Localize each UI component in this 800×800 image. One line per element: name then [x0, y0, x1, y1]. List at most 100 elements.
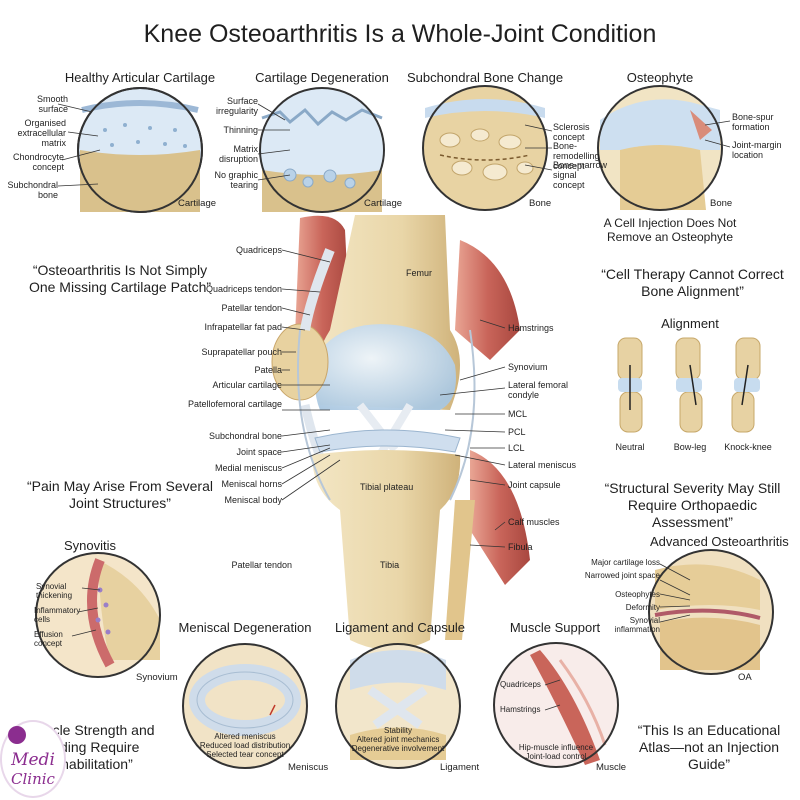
osteophyte-note: A Cell Injection Does Not Remove an Oste…	[603, 216, 737, 244]
label-inflammatory-cells: Inflammatory cells	[34, 606, 81, 624]
label-synovial-thickening: Synovial thickening	[36, 582, 73, 600]
healthy-cartilage-title: Healthy Articular Cartilage	[64, 70, 216, 85]
osteophyte-illustration	[597, 85, 723, 211]
quote-pain: “Pain May Arise From Several Joint Struc…	[27, 478, 213, 511]
ligament-title: Ligament and Capsule	[334, 620, 466, 635]
knee-label-fibula: Fibula	[508, 542, 533, 552]
knee-label-patellofemoral-cartilage: Patellofemoral cartilage	[187, 399, 282, 409]
knee-label-patellar-tendon: Patellar tendon	[221, 303, 282, 313]
ligament-line-2: Altered joint mechanics	[356, 735, 440, 744]
label-smooth-surface: Smooth surface	[36, 94, 68, 114]
label-surface-irregularity: Surface irregularity	[215, 96, 258, 116]
quote-cell-therapy: “Cell Therapy Cannot Correct Bone Alignm…	[601, 266, 784, 299]
label-muscle-quadriceps: Quadriceps	[500, 680, 541, 689]
cartilage-degeneration-illustration	[259, 87, 385, 213]
advanced-oa-title: Advanced Osteoarthritis	[650, 534, 789, 549]
knee-label-patella: Patella	[254, 365, 282, 375]
meniscal-line-3: Selected tear concept	[206, 750, 284, 759]
logo-icon	[8, 726, 26, 744]
knee-label-hamstrings: Hamstrings	[508, 323, 554, 333]
caption-bone-2: Bone	[710, 198, 733, 209]
quote-structural-severity: “Structural Severity May Still Require O…	[604, 480, 781, 530]
knee-label-synovium: Synovium	[508, 362, 548, 372]
label-no-graphic-tearing: No graphic tearing	[214, 170, 258, 190]
knee-label-calf-muscles: Calf muscles	[508, 517, 560, 527]
label-bone-remodelling: Bone-remodelling concept	[553, 141, 600, 171]
knee-label-lateral-femoral-condyle: Lateral femoral condyle	[508, 380, 569, 400]
knee-label-meniscal-body: Meniscal body	[224, 495, 282, 505]
knee-label-joint-capsule: Joint capsule	[508, 480, 561, 490]
alignment-knock-knee: Knock-knee	[724, 442, 772, 452]
knee-label-suprapatellar-pouch: Suprapatellar pouch	[201, 347, 282, 357]
caption-cartilage-2: Cartilage	[364, 198, 403, 209]
meniscal-line-2: Reduced load distribution	[199, 741, 291, 750]
osteophyte-title: Osteophyte	[626, 70, 694, 85]
knee-label-pcl: PCL	[508, 427, 526, 437]
alignment-title: Alignment	[661, 316, 719, 331]
knee-label-infrapatellar-fat-pad: Infrapatellar fat pad	[204, 322, 282, 332]
alignment-illustration	[617, 337, 761, 433]
label-osteophytes: Osteophytes	[615, 590, 660, 599]
knee-label-femur: Femur	[406, 268, 433, 278]
knee-label-patellar-tendon-lower: Patellar tendon	[231, 560, 292, 570]
label-matrix-disruption: Matrix disruption	[218, 144, 258, 164]
healthy-cartilage-illustration	[77, 87, 203, 213]
meniscal-illustration	[182, 643, 308, 769]
label-bone-marrow-signal: Bone-marrow signal concept	[553, 160, 608, 190]
meniscal-line-1: Altered meniscus	[214, 732, 276, 741]
muscle-title: Muscle Support	[509, 620, 601, 635]
caption-oa: OA	[738, 672, 752, 683]
knee-label-subchondral-bone: Subchondral bone	[208, 431, 282, 441]
knee-label-medial-meniscus: Medial meniscus	[214, 463, 282, 473]
caption-muscle: Muscle	[596, 762, 627, 773]
subchondral-bone-title: Subchondral Bone Change	[406, 70, 564, 85]
knee-label-quadriceps-tendon: Quadriceps tendon	[205, 284, 282, 294]
caption-bone-1: Bone	[529, 198, 552, 209]
alignment-bow-leg: Bow-leg	[673, 442, 707, 452]
knee-illustration	[271, 215, 530, 650]
knee-label-tibial-plateau: Tibial plateau	[360, 482, 414, 492]
caption-ligament: Ligament	[440, 762, 480, 773]
label-major-cartilage-loss: Major cartilage loss	[591, 558, 660, 567]
knee-label-mcl: MCL	[508, 409, 528, 419]
logo-line-1: Medi	[11, 750, 55, 770]
quote-osteoarthritis: “Osteoarthritis Is Not Simply One Missin…	[28, 262, 212, 295]
knee-label-lateral-meniscus: Lateral meniscus	[508, 460, 577, 470]
label-narrowed-joint-space: Narrowed joint space	[584, 571, 660, 580]
synovitis-illustration	[35, 552, 161, 678]
cartilage-degeneration-title: Cartilage Degeneration	[255, 70, 389, 85]
muscle-line-1: Hip-muscle influence	[518, 743, 594, 752]
label-organised-matrix: Organised extracellular matrix	[17, 118, 66, 148]
label-chondrocyte: Chondrocyte concept	[12, 152, 64, 172]
quote-educational-atlas: “This Is an Educational Atlas—not an Inj…	[637, 722, 781, 772]
meniscal-title: Meniscal Degeneration	[178, 620, 312, 635]
page-title: Knee Osteoarthritis Is a Whole-Joint Con…	[143, 20, 657, 48]
label-effusion: Effusion concept	[34, 630, 63, 648]
knee-label-joint-space: Joint space	[236, 447, 282, 457]
ligament-line-3: Degenerative involvement	[351, 744, 445, 753]
ligament-line-1: Stability	[383, 726, 412, 735]
label-deformity: Deformity	[625, 603, 660, 612]
caption-synovium: Synovium	[136, 672, 178, 683]
muscle-line-2: Joint-load control	[525, 752, 587, 761]
label-joint-margin: Joint-margin location	[732, 140, 782, 160]
logo-line-2: Clinic	[11, 770, 55, 788]
label-thinning: Thinning	[223, 125, 258, 135]
caption-meniscus: Meniscus	[288, 762, 329, 773]
muscle-illustration	[493, 642, 619, 768]
alignment-neutral: Neutral	[615, 442, 645, 452]
knee-label-quadriceps: Quadriceps	[235, 245, 282, 255]
ligament-illustration	[335, 643, 461, 769]
medi-clinic-logo: Medi Clinic	[2, 722, 64, 796]
label-synovial-inflammation: Synovial inflammation	[614, 616, 660, 634]
label-muscle-hamstrings: Hamstrings	[500, 705, 541, 714]
knee-label-lcl: LCL	[508, 443, 525, 453]
label-subchondral-bone-1: Subchondral bone	[7, 180, 58, 200]
label-bone-spur: Bone-spur formation	[732, 112, 774, 132]
synovitis-title: Synovitis	[63, 538, 117, 553]
knee-label-articular-cartilage: Articular cartilage	[212, 380, 282, 390]
advanced-oa-illustration	[648, 549, 774, 675]
knee-label-tibia: Tibia	[380, 560, 400, 570]
label-sclerosis: Sclerosis concept	[553, 122, 590, 142]
